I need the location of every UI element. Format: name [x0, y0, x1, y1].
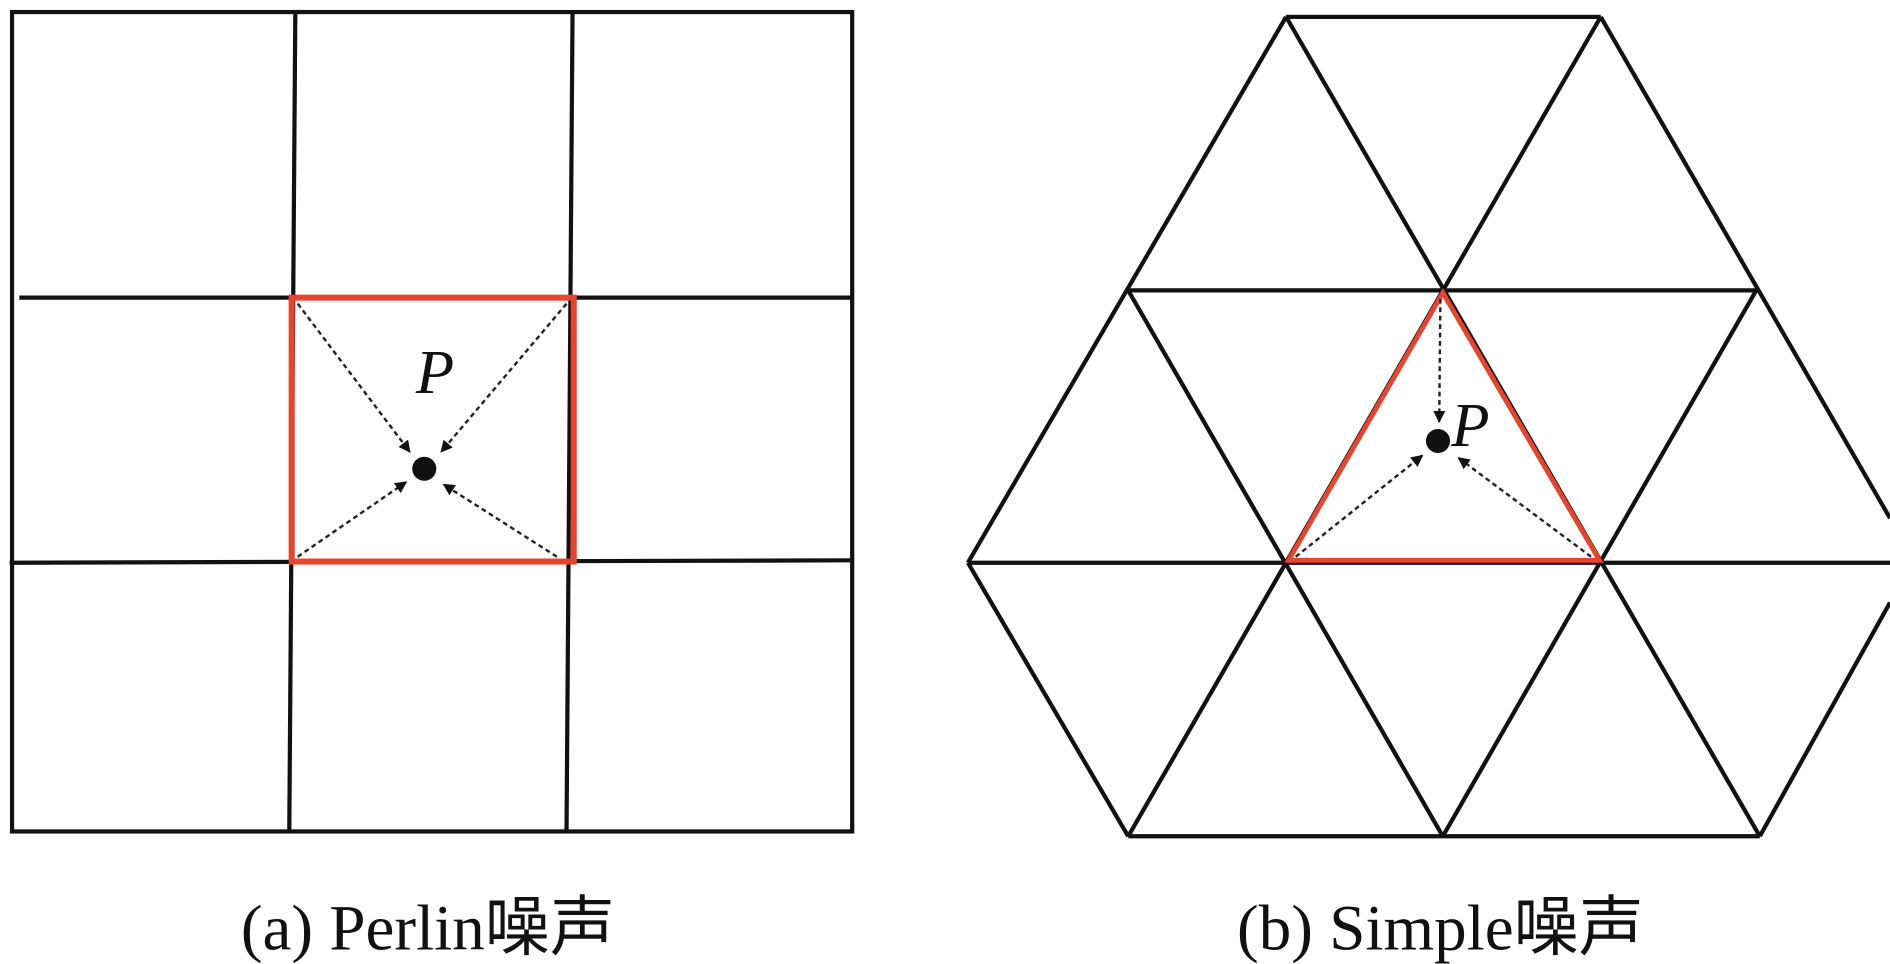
perlin-point-label: P [415, 337, 454, 407]
simplex-highlight-triangle [1284, 288, 1604, 563]
perlin-gradient-arrows [296, 302, 568, 558]
perlin-grid [9, 9, 855, 834]
simplex-point [1425, 428, 1451, 454]
simplex-gradient-arrows [1295, 298, 1592, 558]
simplex-grid [966, 14, 1890, 839]
perlin-point [412, 456, 437, 481]
simplex-point-label: P [1450, 390, 1489, 460]
simplex-caption: (b) Simple噪声 [1237, 893, 1644, 964]
perlin-caption: (a) Perlin噪声 [241, 893, 615, 964]
perlin-highlight-cell [288, 294, 577, 565]
